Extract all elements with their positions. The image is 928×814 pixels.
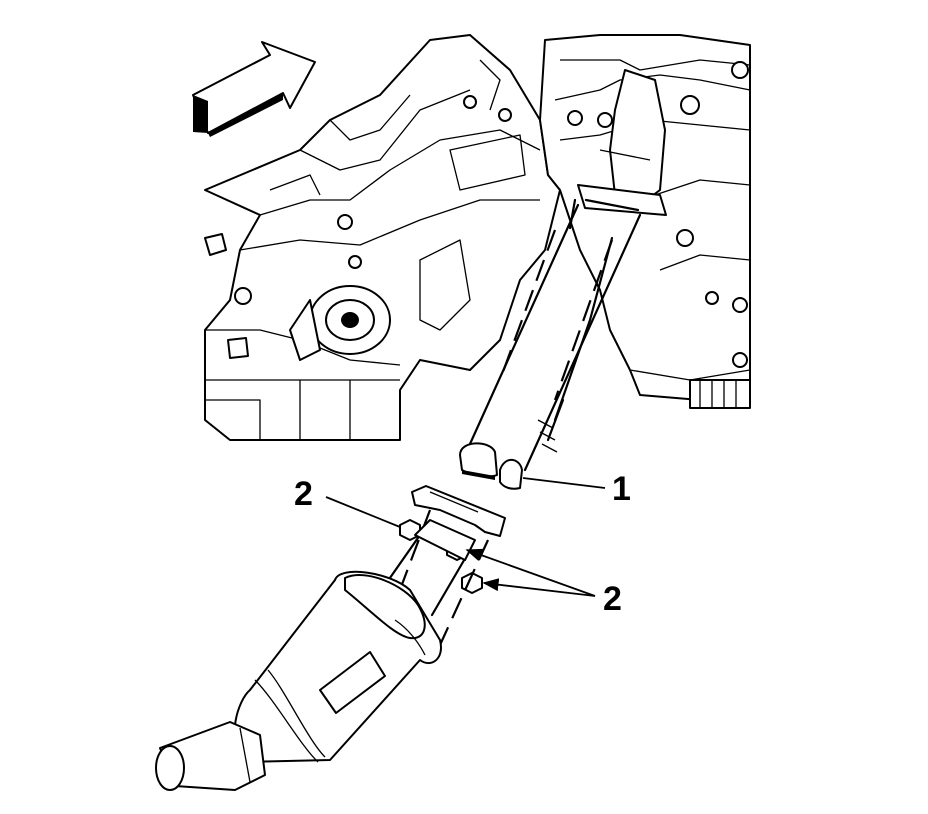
- callout-1: 1: [612, 470, 631, 508]
- exhaust-manifold-outlet: [577, 69, 667, 216]
- transmission-bolts: [204, 95, 512, 359]
- converter-inlet-pipe: [383, 519, 476, 617]
- catalytic-converter: [233, 570, 442, 763]
- callout-leaders: [325, 477, 606, 597]
- exhaust-pipe: [463, 198, 642, 472]
- exhaust-hanger-insulator: [459, 442, 523, 490]
- callout-2-right: 2: [603, 580, 622, 618]
- converter-outlet-pipe: [155, 721, 266, 791]
- callout-2-left: 2: [294, 475, 313, 513]
- pipe-flange: [411, 485, 506, 537]
- transmission-mount: [289, 285, 391, 361]
- front-direction-arrow-icon: [192, 41, 316, 137]
